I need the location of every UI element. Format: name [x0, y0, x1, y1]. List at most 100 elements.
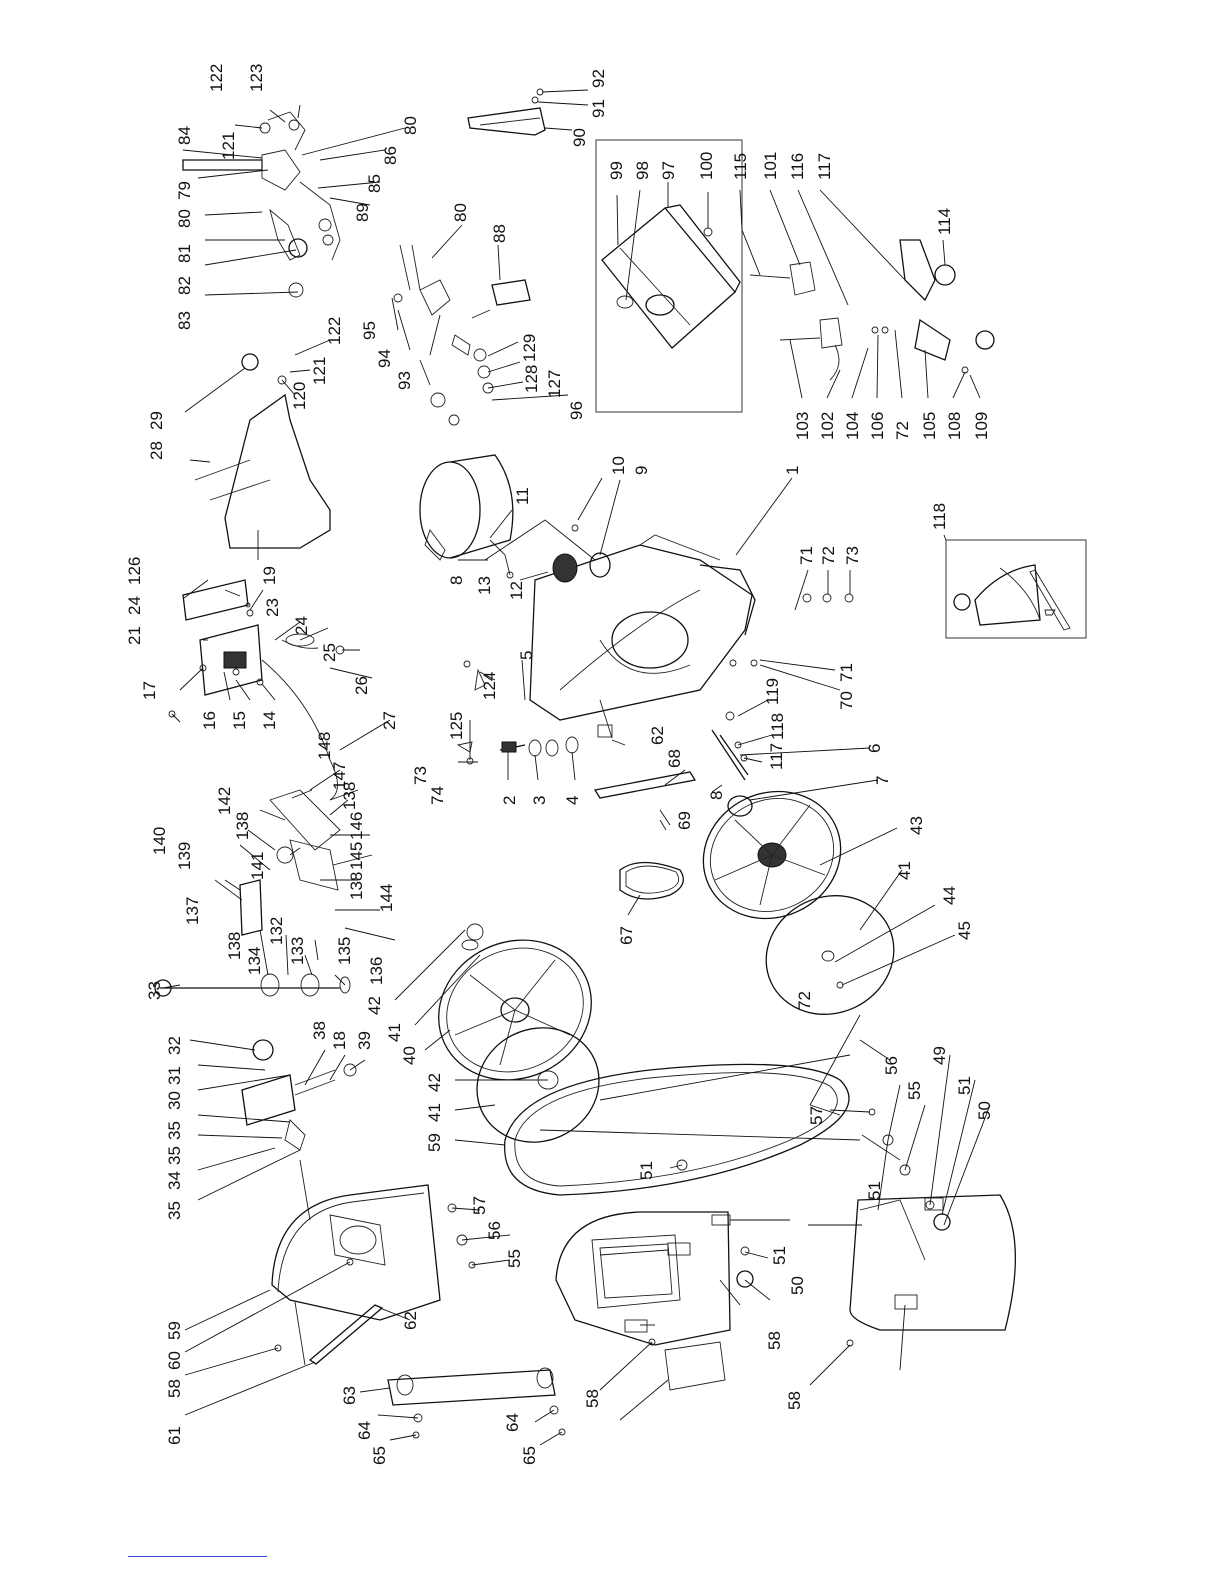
part-label-30: 30 — [165, 1091, 184, 1110]
part-label-16: 16 — [200, 711, 219, 730]
part-label-121: 121 — [219, 132, 238, 160]
part-label-15: 15 — [230, 711, 249, 730]
part-guide-arm-upper — [182, 111, 341, 298]
part-label-72b: 71 — [837, 663, 856, 682]
part-label-58c: 58 — [165, 1379, 184, 1398]
part-tension-assembly — [154, 789, 357, 1221]
part-label-7: 7 — [873, 776, 892, 785]
part-label-103: 103 — [793, 412, 812, 440]
part-label-101: 101 — [761, 152, 780, 180]
part-label-8b: 8 — [707, 791, 726, 800]
part-label-104: 104 — [843, 412, 862, 440]
part-label-49b: 50 — [788, 1276, 807, 1295]
part-label-8a: 8 — [447, 576, 466, 585]
part-label-35a: 35 — [165, 1121, 184, 1140]
part-fence-inset — [945, 539, 1087, 639]
part-label-64a: 62 — [648, 726, 667, 745]
part-label-50a: 51 — [955, 1076, 974, 1095]
part-label-57b: 57 — [470, 1196, 489, 1215]
part-label-62: 60 — [165, 1351, 184, 1370]
part-label-25: 25 — [320, 643, 339, 662]
part-label-130b: 133 — [288, 937, 307, 965]
part-label-39: 39 — [355, 1031, 374, 1050]
part-label-80b: 80 — [401, 116, 420, 135]
part-label-89: 89 — [353, 203, 372, 222]
part-label-18: 18 — [330, 1031, 349, 1050]
part-label-114: 118 — [930, 503, 949, 530]
part-label-125: 125 — [447, 712, 466, 740]
part-motor — [419, 454, 514, 579]
part-label-69: 68 — [665, 749, 684, 768]
part-label-86: 86 — [381, 146, 400, 165]
part-label-58b: 58 — [583, 1389, 602, 1408]
part-label-137: 141 — [248, 852, 267, 880]
part-label-142: 147 — [330, 762, 349, 790]
part-label-73c: 72 — [795, 991, 814, 1010]
part-label-35b: 35 — [165, 1146, 184, 1165]
part-label-43: 41 — [385, 1023, 404, 1042]
part-label-50b: 51 — [770, 1246, 789, 1265]
part-label-126: 126 — [125, 557, 144, 585]
part-label-3: 3 — [530, 796, 549, 805]
part-label-138: 142 — [215, 787, 234, 815]
part-label-38: 38 — [310, 1021, 329, 1040]
part-label-10: 10 — [609, 456, 628, 475]
part-label-60: 59 — [425, 1133, 444, 1152]
part-frame — [529, 534, 756, 721]
part-label-23: 23 — [263, 598, 282, 617]
part-label-100: 100 — [697, 152, 716, 180]
part-label-73b: 72 — [819, 546, 838, 565]
part-label-66b: 64 — [503, 1413, 522, 1432]
part-label-131a: 134 — [245, 947, 264, 975]
part-blade-guard-90 — [467, 88, 546, 136]
part-label-95: 95 — [360, 321, 379, 340]
part-label-46: 44 — [940, 886, 959, 905]
footer-link-underline — [128, 1556, 267, 1557]
part-label-19: 19 — [260, 566, 279, 585]
part-label-132: 136 — [367, 957, 386, 985]
part-label-35c: 35 — [165, 1201, 184, 1220]
part-label-2: 2 — [500, 796, 519, 805]
part-label-85: 85 — [365, 174, 384, 193]
part-label-108: 108 — [945, 412, 964, 440]
part-label-66a: 64 — [355, 1421, 374, 1440]
part-label-56a: 56 — [882, 1056, 901, 1075]
part-label-58a: 58 — [785, 1391, 804, 1410]
part-label-136: 140 — [150, 827, 169, 855]
part-label-109: 109 — [972, 412, 991, 440]
part-label-99: 99 — [607, 161, 626, 180]
part-label-12: 12 — [507, 581, 526, 600]
part-label-63: 61 — [165, 1426, 184, 1445]
part-trunnion — [749, 239, 995, 381]
part-label-139: 144 — [377, 884, 396, 912]
part-label-119: 121 — [310, 357, 329, 385]
part-labels: 84 79 80 81 82 83 121 122 123 80 86 85 8… — [125, 64, 994, 1465]
parts-drawing — [154, 88, 1087, 1439]
part-label-83: 83 — [175, 311, 194, 330]
part-label-68: 67 — [617, 926, 636, 945]
part-label-102: 102 — [818, 412, 837, 440]
part-label-5: 5 — [517, 651, 536, 660]
part-label-42: 42 — [425, 1073, 444, 1092]
part-label-26: 26 — [352, 676, 371, 695]
part-label-96: 96 — [567, 401, 586, 420]
part-label-40: 40 — [400, 1046, 419, 1065]
part-label-33: 33 — [145, 981, 164, 1000]
part-motor-pulley — [552, 524, 611, 583]
part-label-47: 45 — [955, 921, 974, 940]
part-label-134a: 138 — [225, 932, 244, 960]
part-label-105: 105 — [920, 412, 939, 440]
part-label-90: 90 — [570, 128, 589, 147]
part-label-80a: 80 — [175, 209, 194, 228]
part-label-64b: 62 — [401, 1311, 420, 1330]
part-label-122: 122 — [207, 64, 226, 92]
part-label-73a: 72 — [893, 421, 912, 440]
part-label-79: 79 — [175, 181, 194, 200]
part-label-91: 91 — [589, 99, 608, 118]
part-label-130a: 132 — [267, 917, 286, 945]
part-support-bracket — [194, 353, 331, 549]
part-label-21: 24 — [125, 596, 144, 615]
part-label-61: 59 — [165, 1321, 184, 1340]
part-label-131b: 135 — [335, 937, 354, 965]
part-label-115: 117 — [767, 743, 786, 770]
